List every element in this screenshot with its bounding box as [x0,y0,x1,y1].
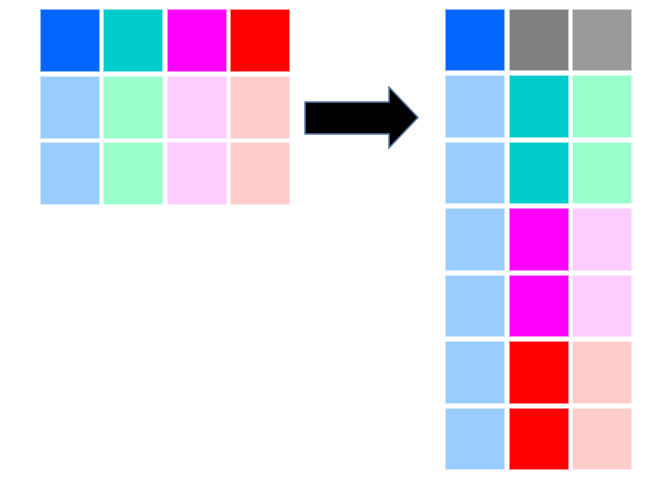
transform-right-arrow-icon [304,86,420,149]
grid-cell [508,341,569,404]
grid-cell [445,75,505,138]
source-table-grid [40,9,290,205]
result-table-grid [445,9,632,471]
grid-cell [40,9,100,72]
grid-cell [229,75,290,139]
grid-cell [445,141,505,205]
grid-cell [572,341,632,404]
grid-cell [445,9,505,72]
grid-cell [572,208,632,271]
grid-cell [508,407,569,471]
grid-cell [103,142,164,205]
grid-cell [508,274,569,338]
grid-cell [508,75,569,138]
grid-cell [508,9,569,72]
grid-cell [229,9,290,72]
grid-cell [40,142,100,205]
grid-cell [572,141,632,205]
grid-cell [572,75,632,138]
grid-cell [572,407,632,471]
grid-cell [166,142,227,205]
grid-cell [572,9,632,72]
grid-cell [103,75,164,139]
grid-cell [508,208,569,271]
grid-cell [445,274,505,338]
grid-cell [445,407,505,471]
grid-cell [508,141,569,205]
grid-cell [572,274,632,338]
grid-cell [445,341,505,404]
grid-cell [166,75,227,139]
grid-cell [103,9,164,72]
right-arrow-shape [304,86,420,149]
grid-cell [40,75,100,139]
grid-cell [166,9,227,72]
grid-cell [445,208,505,271]
grid-cell [229,142,290,205]
